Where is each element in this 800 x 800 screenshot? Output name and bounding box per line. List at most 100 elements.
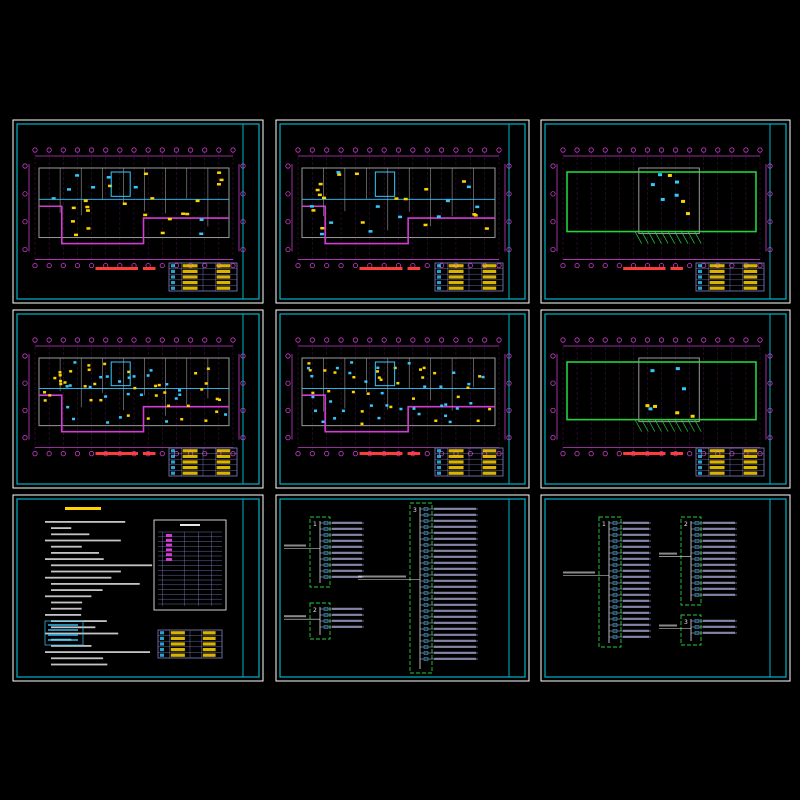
axis-bubble [767,219,773,225]
feeder-label [434,627,476,630]
breaker-symbol [323,521,329,525]
axis-bubble [658,337,665,343]
legend-text-mark [202,631,216,635]
legend-text-mark [216,286,231,290]
device-symbol [200,388,204,391]
truss-line [641,419,649,432]
device-symbol [354,172,359,176]
note-line [51,657,104,660]
breaker-symbol [423,633,429,637]
zone-outline [39,205,229,245]
axis-bubble [496,262,502,269]
legend-text-mark [216,449,231,453]
legend-symbol [160,636,164,640]
device-symbol [65,385,69,388]
symbol-table [44,620,84,646]
breaker-symbol [612,539,618,543]
breaker-symbol [612,551,618,555]
sheet-border [12,494,264,682]
axis-bubble [338,451,344,457]
device-symbol [403,197,408,201]
feeder-label [332,539,362,542]
legend-text-mark [202,636,216,640]
device-symbol [73,361,77,364]
axis-bubble [729,147,735,153]
breaker-symbol [423,519,429,523]
note-line [51,527,72,529]
legend-symbol [698,275,702,279]
panel-mark: 2 [684,521,688,528]
device-symbol [103,362,107,366]
sheet-plan-2 [275,119,530,304]
breaker-symbol [423,645,429,649]
device-symbol [658,173,663,177]
feeder-label [434,645,476,648]
breaker-symbol [612,545,618,549]
breaker-symbol [694,563,700,567]
legend-symbol [171,281,175,285]
device-symbol [143,213,148,217]
axis-bubble [715,147,721,153]
legend-text-mark [202,642,216,646]
axis-bubble [560,451,566,457]
breaker-symbol [612,629,618,633]
axis-bubble [767,353,773,359]
sheet-plan-1 [12,119,264,304]
device-symbol [186,404,190,408]
legend-symbol [171,471,175,475]
feeder-label [434,579,476,582]
axis-bubble [550,380,556,386]
feeder-label [434,519,476,522]
axis-bubble [309,337,315,343]
axis-bubble [672,337,679,343]
symbol-row [48,629,78,631]
feeder-label [332,527,362,530]
feeder-label [332,619,362,622]
axis-bubble [395,337,402,343]
feeder-label [434,597,476,600]
breaker-symbol [612,593,618,597]
axis-bubble [117,337,123,343]
axis-bubble [767,407,773,414]
truss-line [681,419,689,432]
feeder-label [703,551,735,554]
breaker-symbol [612,599,618,603]
feeder-label [703,521,735,524]
legend-text-mark [182,286,198,290]
axis-bubble [295,337,301,343]
device-symbol [85,205,90,209]
breaker-symbol [612,617,618,621]
axis-bubble [550,435,556,441]
device-symbol [218,398,222,402]
device-symbol [194,371,198,375]
breaker-symbol [323,569,329,573]
legend-text-mark [709,454,725,458]
axis-bubble [131,337,137,343]
axis-bubble [295,147,301,153]
axis-bubble [60,147,66,153]
axis-bubble [324,451,330,457]
axis-bubble [574,262,580,269]
axis-bubble [46,337,52,343]
device-symbol [83,385,87,388]
axis-bubble [285,191,291,197]
device-symbol [310,374,314,378]
axis-bubble [550,219,556,225]
device-symbol [165,383,169,386]
drawing-scale-mark [407,267,421,270]
axis-bubble [88,451,95,457]
breaker-symbol [323,545,329,549]
device-symbol [423,223,428,227]
feeder-label [703,569,735,572]
axis-bubble [767,246,773,253]
legend-text-mark [216,466,231,470]
building-outline [566,361,757,421]
axis-bubble [22,407,28,414]
legend-text-mark [709,471,725,475]
device-symbol [377,376,381,379]
truss-line [654,231,662,244]
device-symbol [424,188,429,191]
feeder-label [332,551,362,554]
device-symbol [379,378,383,381]
legend-symbol [160,631,164,635]
